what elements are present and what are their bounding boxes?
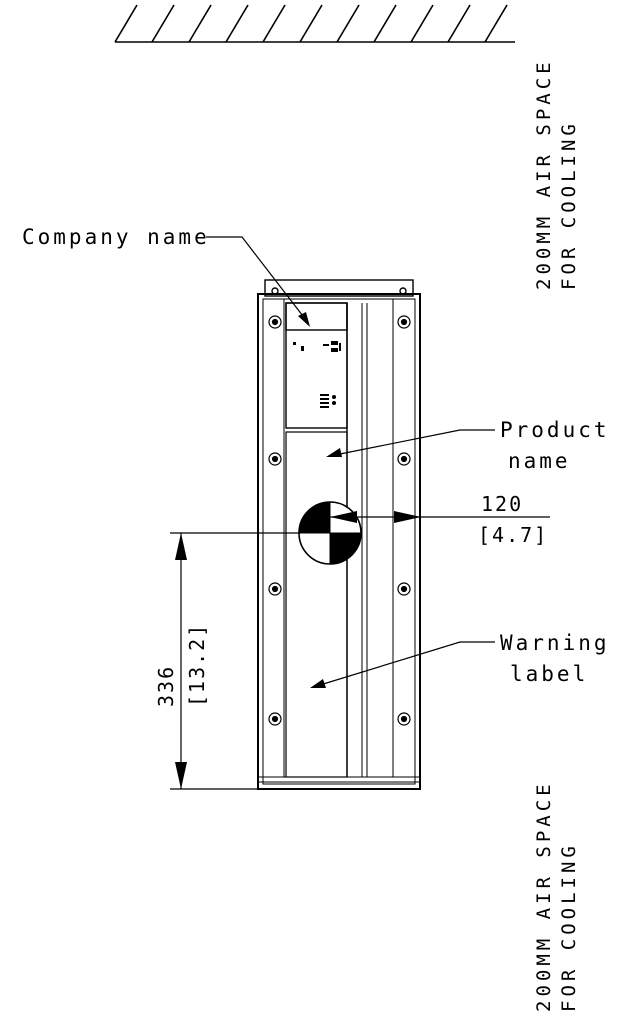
dimension-vertical-mm: 336 bbox=[154, 665, 178, 707]
bottom-clearance-line1: 200MM AIR SPACE bbox=[533, 780, 555, 1012]
top-mounting-tab bbox=[264, 279, 414, 297]
leader-arrowheads bbox=[298, 312, 342, 688]
bolt bbox=[268, 582, 282, 596]
dimension-336 bbox=[170, 532, 300, 790]
dimension-horizontal-mm: 120 bbox=[481, 492, 523, 516]
center-of-gravity-symbol bbox=[298, 501, 362, 565]
bolt bbox=[397, 712, 411, 726]
top-clearance-line2: FOR COOLING bbox=[558, 120, 580, 290]
bottom-clearance-line2: FOR COOLING bbox=[558, 842, 580, 1012]
warning-label-line2: label bbox=[510, 662, 588, 686]
dimension-336-arrows bbox=[175, 533, 187, 789]
product-name-label-line1: Product bbox=[500, 418, 610, 442]
bolt bbox=[397, 452, 411, 466]
bolt bbox=[268, 712, 282, 726]
wall-hatching bbox=[114, 4, 515, 43]
keypad-details bbox=[293, 341, 341, 408]
leader-lines bbox=[206, 236, 495, 686]
bolt bbox=[268, 315, 282, 329]
dimension-horizontal-in: [4.7] bbox=[478, 523, 548, 547]
bolt bbox=[397, 315, 411, 329]
dimension-vertical-in: [13.2] bbox=[185, 623, 209, 707]
company-name-label: Company name bbox=[22, 225, 210, 249]
bolt bbox=[268, 452, 282, 466]
warning-label-line1: Warning bbox=[500, 631, 610, 655]
top-clearance-line1: 200MM AIR SPACE bbox=[533, 58, 555, 290]
product-name-label-line2: name bbox=[508, 449, 571, 473]
mounting-bolts bbox=[268, 315, 411, 726]
dimension-120-arrows bbox=[330, 511, 421, 523]
bolt bbox=[397, 582, 411, 596]
